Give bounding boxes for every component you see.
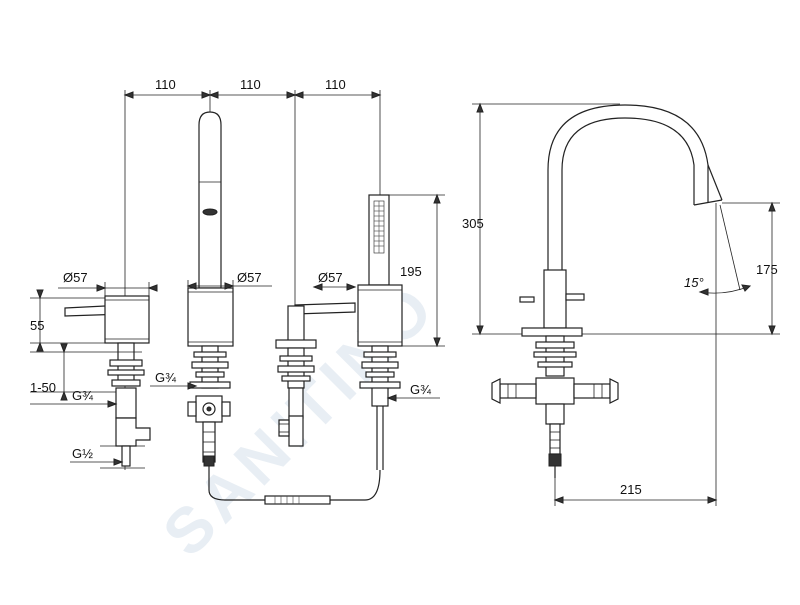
side-view-dimensions: 305 175 15° 215 <box>462 102 780 506</box>
centre-dimensions: Ø57 G¾ <box>150 270 272 390</box>
dim-diameter-right: Ø57 <box>318 270 343 285</box>
right-handle-dimensions: Ø57 <box>312 270 357 291</box>
dim-spacing-2: 110 <box>240 77 261 92</box>
dim-diameter-middle: Ø57 <box>237 270 262 285</box>
hand-shower-dimensions: 195 G¾ <box>386 193 445 402</box>
dim-deck-thickness: 1-50 <box>30 380 56 395</box>
spout-front-view <box>187 111 234 490</box>
dim-thread-right: G¾ <box>410 382 431 397</box>
spout-side-view <box>491 104 723 478</box>
dim-thread-left-lower: G½ <box>72 446 93 461</box>
dim-thread-middle: G¾ <box>155 370 176 385</box>
left-valve-handle <box>64 295 151 469</box>
dim-handshower-height: 195 <box>400 264 422 279</box>
top-dimension-chain: 110 110 110 <box>123 77 382 470</box>
dim-spacing-3: 110 <box>325 77 346 92</box>
left-side-dimensions: Ø57 55 1-50 G¾ G½ <box>30 270 158 466</box>
dim-spout-reach: 215 <box>620 482 642 497</box>
dim-spacing-1: 110 <box>155 77 176 92</box>
dim-handle-height: 55 <box>30 318 44 333</box>
dim-thread-left-upper: G¾ <box>72 388 93 403</box>
dim-outlet-height: 175 <box>756 262 778 277</box>
right-valve-handle <box>275 302 356 447</box>
hand-shower <box>208 194 403 505</box>
dim-diameter-left: Ø57 <box>63 270 88 285</box>
dim-spout-height: 305 <box>462 216 484 231</box>
dim-outlet-angle: 15° <box>684 275 704 290</box>
